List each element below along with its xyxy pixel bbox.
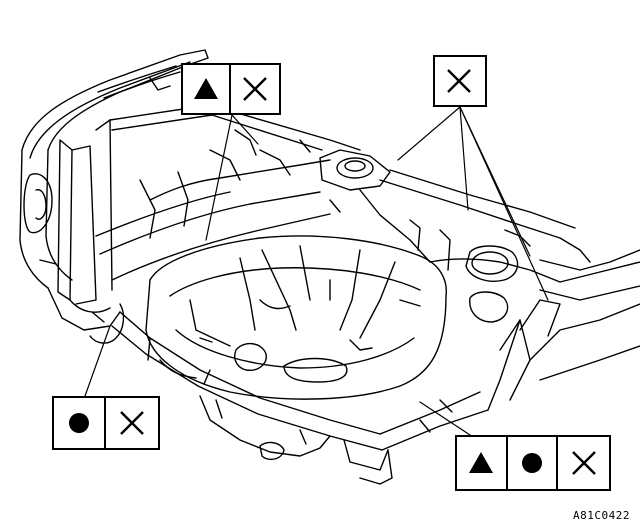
leader-lines	[84, 106, 549, 436]
callout-top-right	[433, 55, 487, 107]
leader-top-left-a	[205, 114, 233, 241]
callout-bottom-left	[52, 396, 160, 450]
cross-icon	[447, 69, 471, 93]
upper-crossmember	[95, 104, 361, 281]
cross-icon	[571, 451, 596, 475]
callout-top-left	[181, 63, 281, 115]
leader-bottom-right	[419, 401, 471, 436]
circle-cell	[508, 437, 559, 489]
left-quarter-panel	[19, 49, 209, 344]
leader-top-right-d	[459, 106, 549, 301]
callout-bottom-right	[455, 435, 611, 491]
triangle-cell	[457, 437, 508, 489]
cross-cell	[106, 398, 158, 448]
cross-cell	[231, 65, 279, 113]
filled-circle-icon	[69, 413, 89, 433]
leader-top-right-a	[397, 106, 461, 161]
figure-code: A81C0422	[573, 509, 630, 522]
leader-bottom-left	[84, 325, 111, 397]
triangle-cell	[183, 65, 231, 113]
cross-icon	[243, 77, 267, 101]
cross-cell	[558, 437, 609, 489]
cross-icon	[120, 411, 144, 435]
circle-cell	[54, 398, 106, 448]
rear-sill	[111, 311, 489, 485]
right-floor-section	[319, 149, 640, 411]
cross-cell	[435, 57, 483, 105]
filled-triangle-icon	[194, 78, 218, 99]
filled-circle-icon	[522, 453, 542, 473]
leader-top-left-b	[231, 114, 259, 145]
leader-top-right-b	[459, 106, 469, 211]
filled-triangle-icon	[469, 452, 494, 473]
spare-tire-well	[145, 235, 447, 400]
